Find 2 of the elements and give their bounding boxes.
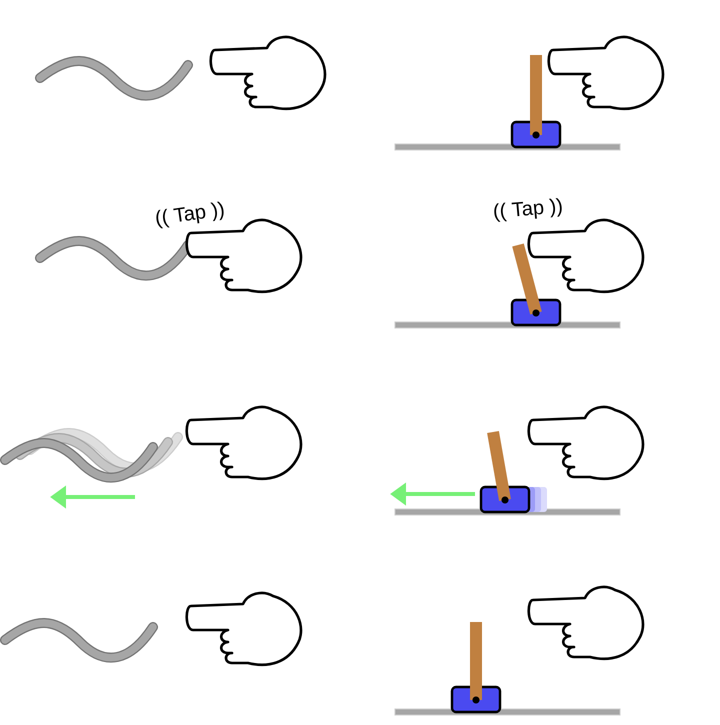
tap-label: (( Tap )) [494,198,562,222]
tap-label: (( Tap )) [156,202,224,228]
